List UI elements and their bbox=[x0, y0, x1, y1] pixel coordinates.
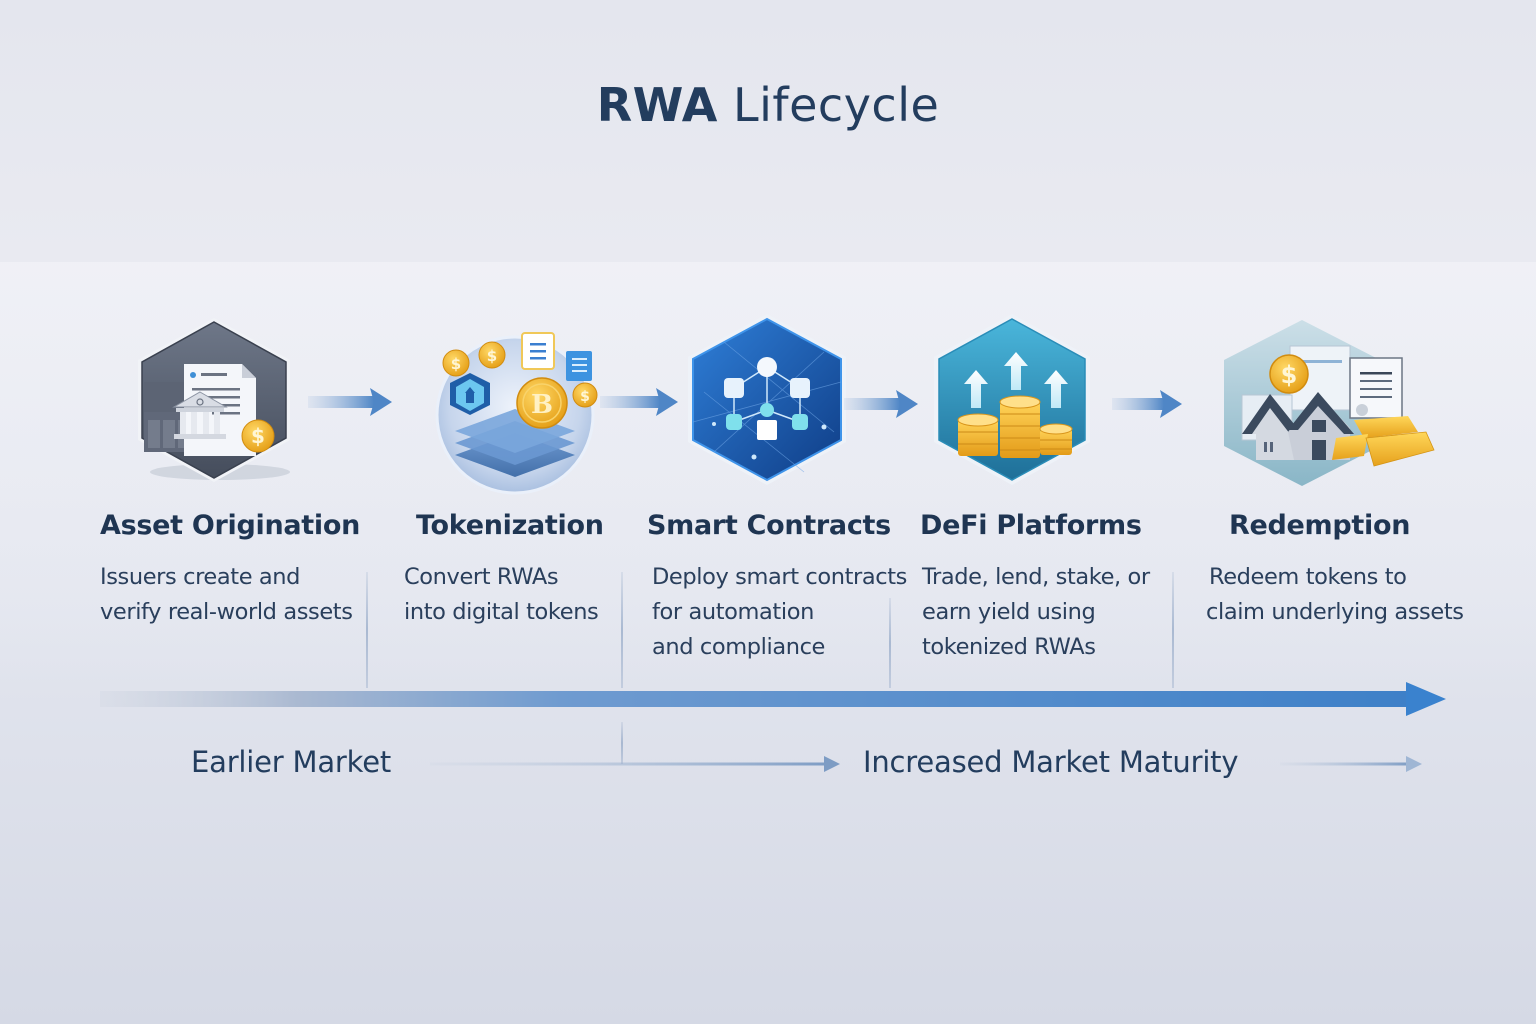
timeline-tick bbox=[621, 722, 623, 764]
svg-text:$: $ bbox=[487, 347, 497, 365]
desc-line: tokenized RWAs bbox=[922, 634, 1096, 660]
svg-text:$: $ bbox=[1281, 361, 1298, 389]
increased-maturity-label: Increased Market Maturity bbox=[863, 745, 1239, 779]
desc-line: verify real-world assets bbox=[100, 599, 353, 625]
desc-line: earn yield using bbox=[922, 599, 1096, 625]
coin-stacks-growth-icon bbox=[934, 314, 1090, 485]
token-layers-coins-icon: $ $ $ B bbox=[435, 332, 598, 495]
network-nodes-icon bbox=[688, 314, 846, 485]
desc-line: for automation bbox=[652, 599, 814, 625]
column-divider bbox=[1172, 572, 1174, 688]
flow-arrow-3 bbox=[844, 390, 918, 418]
svg-text:$: $ bbox=[451, 355, 461, 373]
step-desc-asset-origination: Issuers create and verify real-world ass… bbox=[100, 560, 353, 630]
desc-line: Convert RWAs bbox=[404, 564, 559, 590]
flow-arrow-1 bbox=[308, 388, 392, 416]
svg-text:$: $ bbox=[251, 424, 265, 448]
step-title-tokenization: Tokenization bbox=[416, 510, 604, 541]
svg-text:B: B bbox=[531, 390, 553, 420]
step-desc-redemption: Redeem tokens to claim underlying assets bbox=[1206, 560, 1464, 630]
desc-line: Issuers create and bbox=[100, 564, 301, 590]
column-divider bbox=[366, 572, 368, 688]
desc-line: and compliance bbox=[652, 634, 825, 660]
desc-line: claim underlying assets bbox=[1206, 599, 1464, 625]
desc-line: Deploy smart contracts bbox=[652, 564, 907, 590]
maturity-arrow-2 bbox=[1280, 756, 1422, 772]
step-desc-defi-platforms: Trade, lend, stake, or earn yield using … bbox=[922, 560, 1150, 665]
step-title-defi-platforms: DeFi Platforms bbox=[920, 510, 1142, 541]
column-divider bbox=[889, 598, 891, 688]
desc-line: Trade, lend, stake, or bbox=[922, 564, 1150, 590]
flow-arrow-4 bbox=[1112, 390, 1182, 418]
step-title-smart-contracts: Smart Contracts bbox=[647, 510, 891, 541]
flow-arrow-2 bbox=[600, 388, 678, 416]
desc-line: Redeem tokens to bbox=[1209, 564, 1407, 590]
svg-text:$: $ bbox=[580, 389, 590, 405]
step-desc-smart-contracts: Deploy smart contracts for automation an… bbox=[652, 560, 907, 665]
page-title: RWA Lifecycle bbox=[0, 78, 1536, 132]
desc-line: into digital tokens bbox=[404, 599, 599, 625]
step-desc-tokenization: Convert RWAs into digital tokens bbox=[404, 560, 599, 630]
maturity-arrow-1 bbox=[430, 756, 840, 772]
house-gold-bars-icon: $ bbox=[1224, 320, 1435, 486]
timeline-arrow bbox=[100, 682, 1446, 716]
title-light: Lifecycle bbox=[733, 78, 940, 132]
earlier-market-label: Earlier Market bbox=[191, 745, 392, 779]
column-divider bbox=[621, 572, 623, 688]
step-title-redemption: Redemption bbox=[1229, 510, 1411, 541]
step-title-asset-origination: Asset Origination bbox=[100, 510, 361, 541]
bank-document-coin-icon: $ bbox=[138, 318, 290, 482]
title-bold: RWA bbox=[596, 78, 718, 132]
